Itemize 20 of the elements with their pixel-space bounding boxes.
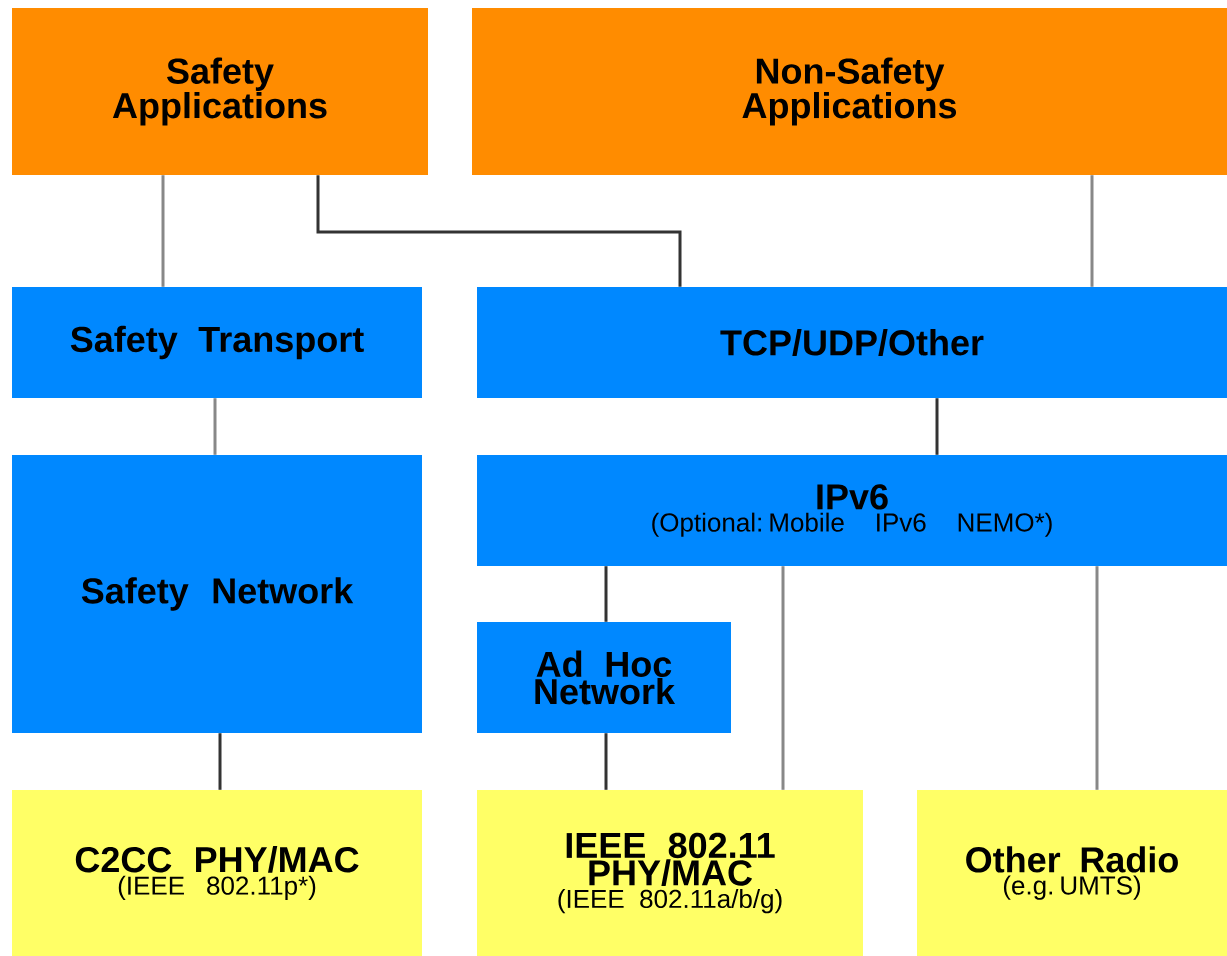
connector-line	[1090, 175, 1094, 287]
protocol-box: Safety Network	[12, 455, 422, 733]
radio-box: C2CC PHY/MAC (IEEE 802.11p*)	[12, 790, 422, 956]
protocol-box: Safety Transport	[12, 287, 422, 398]
connector-line	[218, 733, 222, 790]
connector-line	[1095, 566, 1099, 790]
radio-box: IEEE 802.11 PHY/MAC (IEEE 802.11a/b/g)	[477, 790, 863, 956]
protocol-box: TCP/UDP/Other	[477, 287, 1227, 398]
connector-line	[161, 175, 165, 287]
radio-box: Other Radio (e.g. UMTS)	[917, 790, 1227, 956]
connector-line	[213, 398, 217, 455]
protocol-box: IPv6 (Optional: Mobile IPv6 NEMO*)	[477, 455, 1227, 566]
application-box: Non-Safety Applications	[472, 8, 1227, 175]
connector-line	[604, 733, 608, 790]
connector-line	[604, 566, 608, 622]
connector-line	[781, 566, 785, 790]
application-box: Safety Applications	[12, 8, 428, 175]
connector-line	[935, 398, 939, 455]
protocol-box: Ad Hoc Network	[477, 622, 731, 733]
connector-line	[316, 175, 682, 287]
